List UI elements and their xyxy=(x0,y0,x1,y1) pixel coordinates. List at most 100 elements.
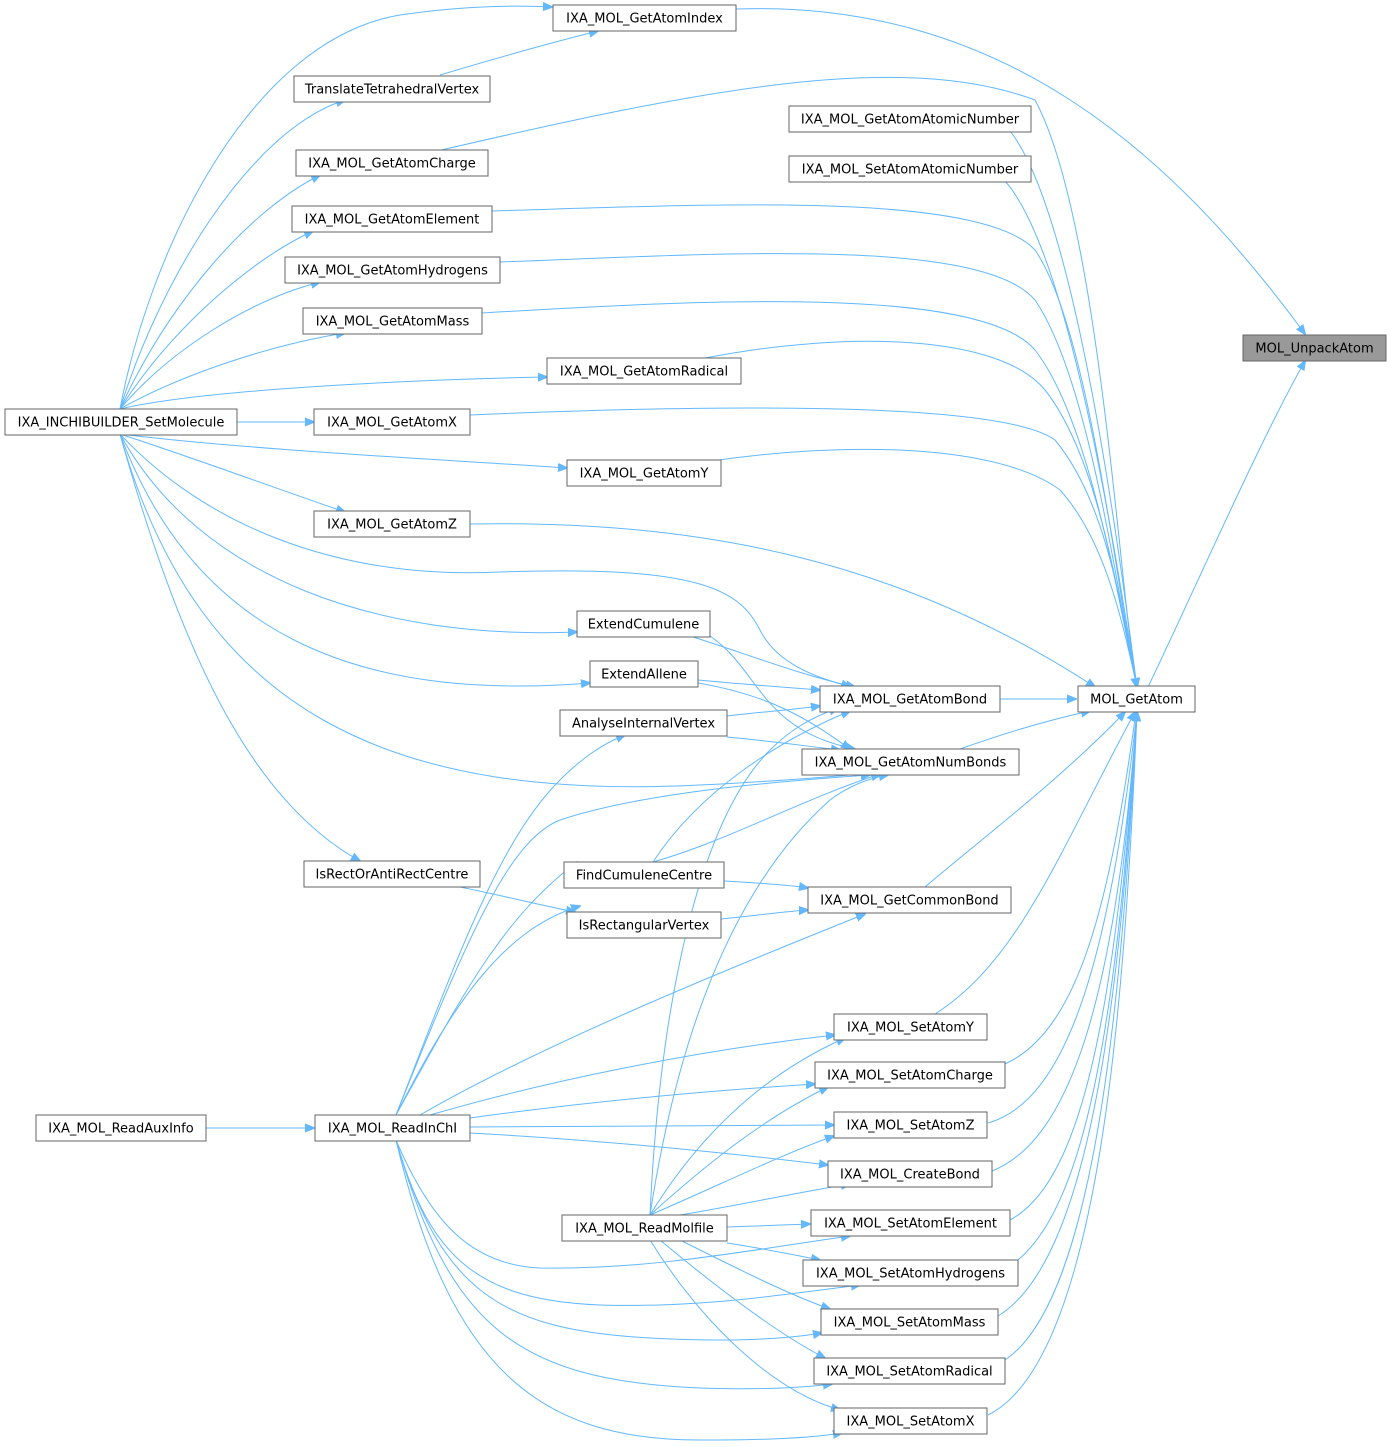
edge-readmolfile-getatombond xyxy=(649,708,838,1216)
edge-setmolecule-getatomelement xyxy=(119,231,313,410)
edge-readinchi-isrectangular xyxy=(395,906,580,1116)
node-mol-unpackatom[interactable]: MOL_UnpackAtom xyxy=(1242,334,1387,362)
edge-getatomx-getatom xyxy=(469,407,1137,687)
edge-getatomz-getatom xyxy=(469,523,1095,687)
node-getatomy[interactable]: IXA_MOL_GetAtomY xyxy=(566,459,722,487)
node-label: IsRectangularVertex xyxy=(579,919,710,934)
node-isrectangularvertex[interactable]: IsRectangularVertex xyxy=(566,911,722,939)
node-extendcumulene[interactable]: ExtendCumulene xyxy=(576,610,711,638)
node-setatomatomicnumber[interactable]: IXA_MOL_SetAtomAtomicNumber xyxy=(788,155,1032,183)
node-box xyxy=(552,4,737,32)
node-getatomnumbonds[interactable]: IXA_MOL_GetAtomNumBonds xyxy=(801,748,1020,776)
edge-readmolfile-getatomnumbonds xyxy=(649,775,888,1216)
edge-setmolecule-getatomcharge xyxy=(119,175,320,410)
edge-getatomcharge-getatom xyxy=(436,76,1137,687)
edge-getatomnumbonds-getatom xyxy=(959,711,1090,750)
node-getatomelement[interactable]: IXA_MOL_GetAtomElement xyxy=(291,205,493,233)
nodes-layer: MOL_UnpackAtom IXA_MOL_GetAtomIndexTransl… xyxy=(4,4,1387,1435)
node-label: IXA_MOL_SetAtomY xyxy=(847,1021,974,1036)
edge-readinchi-createbond xyxy=(469,1132,828,1165)
node-label: IXA_MOL_SetAtomAtomicNumber xyxy=(802,163,1019,178)
edge-getatomradical-getatom xyxy=(704,340,1137,687)
node-readauxinfo[interactable]: IXA_MOL_ReadAuxInfo xyxy=(35,1114,207,1142)
node-findcumulenecentre[interactable]: FindCumuleneCentre xyxy=(563,861,725,889)
node-extendallene[interactable]: ExtendAllene xyxy=(589,660,699,688)
node-getatombond[interactable]: IXA_MOL_GetAtomBond xyxy=(819,685,1001,713)
edge-readinchi-analyseinternal xyxy=(395,735,625,1116)
node-box xyxy=(810,1209,1011,1237)
node-label: IXA_MOL_GetAtomCharge xyxy=(308,157,476,172)
node-label: IXA_MOL_GetCommonBond xyxy=(820,894,998,909)
edge-analyseinternal-getatomnumbonds xyxy=(726,736,840,750)
node-box xyxy=(284,256,501,284)
node-label: MOL_GetAtom xyxy=(1090,693,1183,708)
edge-findcumulene-getcommonbond xyxy=(723,880,808,888)
node-mol-getatom[interactable]: MOL_GetAtom xyxy=(1077,685,1196,713)
edge-setmolecule-isrectorantirect xyxy=(119,433,360,861)
node-getatomindex[interactable]: IXA_MOL_GetAtomIndex xyxy=(552,4,737,32)
node-getcommonbond[interactable]: IXA_MOL_GetCommonBond xyxy=(807,886,1012,914)
node-setatommass[interactable]: IXA_MOL_SetAtomMass xyxy=(820,1308,999,1336)
node-label: IXA_MOL_CreateBond xyxy=(840,1168,980,1183)
node-box xyxy=(313,510,471,538)
node-box xyxy=(814,1061,1006,1089)
node-label: IXA_MOL_GetAtomZ xyxy=(327,518,457,533)
node-getatomradical[interactable]: IXA_MOL_GetAtomRadical xyxy=(546,357,742,385)
node-getatomx[interactable]: IXA_MOL_GetAtomX xyxy=(313,408,471,436)
node-box xyxy=(576,610,711,638)
node-label: IXA_MOL_GetAtomHydrogens xyxy=(297,264,488,279)
node-getatommass[interactable]: IXA_MOL_GetAtomMass xyxy=(302,307,483,335)
node-setatomz[interactable]: IXA_MOL_SetAtomZ xyxy=(833,1111,988,1139)
node-setatomx[interactable]: IXA_MOL_SetAtomX xyxy=(833,1407,988,1435)
node-readinchi[interactable]: IXA_MOL_ReadInChI xyxy=(314,1114,471,1142)
node-box xyxy=(788,105,1032,133)
node-box xyxy=(35,1114,207,1142)
node-box xyxy=(589,660,699,688)
node-setatomelement[interactable]: IXA_MOL_SetAtomElement xyxy=(810,1209,1011,1237)
node-label: IXA_MOL_GetAtomRadical xyxy=(560,365,728,380)
node-label: MOL_UnpackAtom xyxy=(1255,342,1373,357)
edge-getatomelement-getatom xyxy=(491,204,1137,687)
node-getatomz[interactable]: IXA_MOL_GetAtomZ xyxy=(313,510,471,538)
edge-setmolecule-extendallene xyxy=(119,433,590,686)
node-analyseinternalvertex[interactable]: AnalyseInternalVertex xyxy=(559,709,728,737)
node-setmolecule[interactable]: IXA_INCHIBUILDER_SetMolecule xyxy=(4,408,238,436)
node-box xyxy=(563,861,725,889)
edge-readmolfile-setatomcharge xyxy=(649,1087,828,1216)
edge-readinchi-getatomnumbonds xyxy=(395,775,870,1116)
node-setatomcharge[interactable]: IXA_MOL_SetAtomCharge xyxy=(814,1061,1006,1089)
node-createbond[interactable]: IXA_MOL_CreateBond xyxy=(827,1160,993,1188)
node-getatomhydrogens[interactable]: IXA_MOL_GetAtomHydrogens xyxy=(284,256,501,284)
node-box xyxy=(820,1308,999,1336)
node-box xyxy=(813,1357,1006,1385)
node-setatomhydrogens[interactable]: IXA_MOL_SetAtomHydrogens xyxy=(802,1259,1019,1287)
node-isrectorantirectcentre[interactable]: IsRectOrAntiRectCentre xyxy=(303,860,481,888)
node-readmolfile[interactable]: IXA_MOL_ReadMolfile xyxy=(561,1214,728,1242)
node-box xyxy=(819,685,1001,713)
node-setatomradical[interactable]: IXA_MOL_SetAtomRadical xyxy=(813,1357,1006,1385)
edge-getatomy-getatom xyxy=(704,448,1137,687)
node-setatomy[interactable]: IXA_MOL_SetAtomY xyxy=(833,1013,988,1041)
edge-readmolfile-setatomradical xyxy=(659,1239,825,1358)
node-getatomcharge[interactable]: IXA_MOL_GetAtomCharge xyxy=(295,149,489,177)
node-label: IXA_MOL_SetAtomX xyxy=(847,1415,975,1430)
edge-readmolfile-setatomy xyxy=(649,1038,845,1216)
node-translatetetrahedralvertex[interactable]: TranslateTetrahedralVertex xyxy=(293,75,491,103)
node-box xyxy=(833,1111,988,1139)
node-box xyxy=(4,408,238,436)
node-label: IXA_MOL_SetAtomHydrogens xyxy=(816,1267,1005,1282)
edge-getcommonbond-getatom xyxy=(924,712,1125,888)
edge-setatomz-getatom xyxy=(987,712,1137,1124)
node-box xyxy=(302,307,483,335)
edge-extendcumulene-getatomnumbonds xyxy=(709,635,855,749)
node-label: IXA_MOL_SetAtomElement xyxy=(824,1217,997,1232)
edge-readmolfile-setatomhydrogens xyxy=(726,1242,820,1260)
node-label: IXA_MOL_GetAtomX xyxy=(327,416,457,431)
node-box xyxy=(788,155,1032,183)
node-box xyxy=(1077,685,1196,713)
node-box xyxy=(295,149,489,177)
node-label: IXA_MOL_GetAtomAtomicNumber xyxy=(801,113,1020,128)
edge-readmolfile-setatomx xyxy=(649,1239,840,1410)
node-getatomatomicnumber[interactable]: IXA_MOL_GetAtomAtomicNumber xyxy=(788,105,1032,133)
